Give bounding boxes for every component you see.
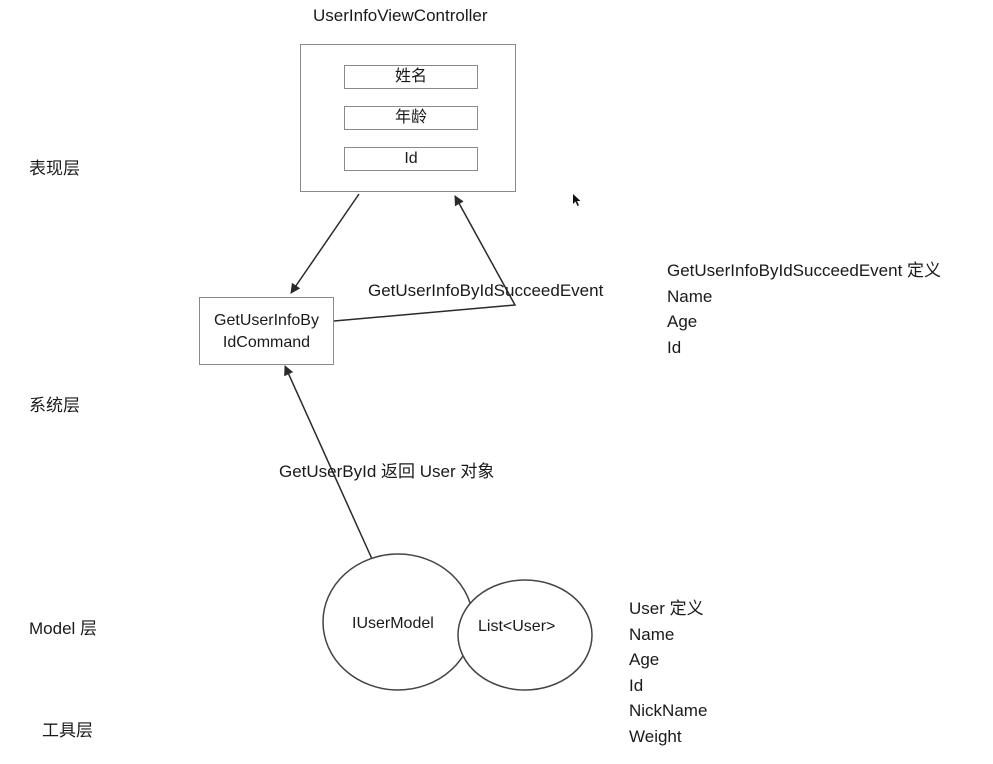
mouse-cursor-icon: [573, 194, 581, 206]
arrow-vc-to-command: [290, 193, 360, 294]
iusermodel-label: IUserModel: [352, 615, 434, 632]
user-field: Name: [629, 624, 675, 644]
command-label-line1: GetUserInfoBy: [214, 312, 319, 329]
user-definition-title: User 定义: [629, 599, 704, 618]
layer-label-utility: 工具层: [42, 721, 93, 740]
user-field: NickName: [629, 701, 708, 720]
list-user-ellipse: [457, 579, 593, 691]
event-field: Id: [667, 337, 682, 357]
layer-label-model: Model 层: [29, 619, 98, 638]
model-return-arrow-label: GetUserById 返回 User 对象: [279, 462, 495, 481]
field-name: 姓名: [344, 65, 478, 89]
event-field: Age: [667, 312, 698, 331]
view-controller-title: UserInfoViewController: [313, 6, 488, 25]
layer-label-system: 系统层: [29, 396, 80, 415]
field-id: Id: [344, 147, 478, 171]
field-age: 年龄: [344, 106, 478, 130]
user-field: Weight: [629, 726, 682, 746]
layer-label-presentation: 表现层: [29, 159, 80, 178]
view-controller-box: 姓名 年龄 Id: [300, 44, 516, 192]
arrow-event-to-vc: [333, 195, 517, 322]
list-user-label: List<User>: [478, 618, 556, 635]
user-field: Age: [629, 650, 660, 669]
event-definition-title: GetUserInfoByIdSucceedEvent 定义: [667, 261, 942, 280]
command-box: GetUserInfoBy IdCommand: [199, 297, 334, 365]
arrow-model-to-command: [284, 365, 373, 560]
user-field: Id: [629, 675, 644, 695]
event-arrow-label: GetUserInfoByIdSucceedEvent: [368, 281, 604, 300]
event-field: Name: [667, 286, 713, 306]
command-label-line2: IdCommand: [222, 334, 311, 351]
user-definition: User 定义 Name Age Id NickName Weight: [629, 596, 707, 749]
event-definition: GetUserInfoByIdSucceedEvent 定义 Name Age …: [667, 258, 941, 360]
